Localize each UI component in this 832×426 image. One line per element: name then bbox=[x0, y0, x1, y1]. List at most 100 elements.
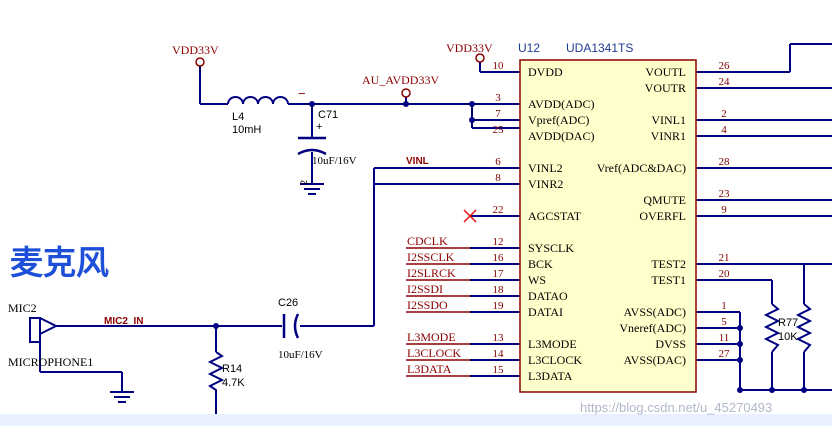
chip-right-pin-number: 2 bbox=[721, 108, 727, 120]
chip-left-pin-name: DATAO bbox=[528, 289, 568, 303]
chip-left-pin-name: WS bbox=[528, 273, 546, 287]
chip-left-pin-name: SYSCLK bbox=[528, 241, 574, 255]
chip-right-pin-number: 24 bbox=[719, 76, 731, 88]
chip-left-pin-number: 3 bbox=[495, 92, 501, 104]
bus-net-label: L3MODE bbox=[407, 330, 456, 344]
r14-value: 4.7K bbox=[222, 377, 245, 389]
mic2-in-net-label: MIC2_IN bbox=[104, 316, 143, 327]
power-ports bbox=[195, 53, 485, 98]
chip-right-pin-name: VINR1 bbox=[651, 129, 686, 143]
vinl-net-label: VINL bbox=[406, 156, 429, 167]
mic-body bbox=[29, 317, 41, 343]
chip-right-pin-name: TEST1 bbox=[651, 273, 686, 287]
chip-left-pin-number: 25 bbox=[493, 124, 505, 136]
chip-right-pins: 26VOUTL24VOUTR2VINL14VINR128Vref(ADC&DAC… bbox=[597, 60, 730, 367]
nc-line-b bbox=[463, 209, 477, 223]
vdd-u12-port bbox=[475, 53, 485, 63]
bus-net-label: I2SSDI bbox=[407, 282, 443, 296]
junction-avss-dac bbox=[737, 357, 743, 363]
microphone-symbol bbox=[29, 317, 59, 343]
bus-net-label: L3DATA bbox=[407, 362, 452, 376]
chip-left-pin-name: AVDD(DAC) bbox=[528, 129, 594, 143]
chip-left-pin-number: 17 bbox=[493, 268, 505, 280]
vdd-left-label: VDD33V bbox=[172, 43, 219, 57]
chip-left-pin-name: BCK bbox=[528, 257, 553, 271]
chip-right-pin-number: 21 bbox=[719, 252, 730, 264]
chip-left-pin-name: L3CLOCK bbox=[528, 353, 582, 367]
capacitor-c71 bbox=[297, 136, 327, 156]
au-avdd-label: AU_AVDD33V bbox=[362, 73, 439, 87]
chip-left-pin-name: L3DATA bbox=[528, 369, 573, 383]
chip-right-pin-name: VINL1 bbox=[651, 113, 686, 127]
chip-left-pin-number: 10 bbox=[493, 60, 505, 72]
junction-dvss bbox=[737, 341, 743, 347]
chip-right-pin-number: 26 bbox=[719, 60, 731, 72]
chip-u12-body bbox=[519, 59, 697, 393]
chip-left-pin-number: 18 bbox=[493, 284, 505, 296]
c71-ref: C71 bbox=[318, 109, 338, 121]
chip-right-pin-number: 9 bbox=[721, 204, 727, 216]
resistor-r14 bbox=[207, 351, 225, 396]
chip-left-pin-number: 15 bbox=[493, 364, 505, 376]
chip-left-pin-name: DVDD bbox=[528, 65, 563, 79]
chip-left-pin-number: 13 bbox=[493, 332, 505, 344]
chip-left-pin-number: 14 bbox=[493, 348, 505, 360]
chip-left-pin-name: L3MODE bbox=[528, 337, 577, 351]
chip-right-pin-name: Vref(ADC&DAC) bbox=[597, 161, 686, 175]
chip-left-pin-number: 19 bbox=[493, 300, 505, 312]
chip-left-pin-number: 7 bbox=[495, 108, 501, 120]
chip-right-pin-number: 4 bbox=[721, 124, 727, 136]
chip-right-pin-name: OVERFL bbox=[639, 209, 686, 223]
c71-neg-mark: − bbox=[298, 86, 306, 101]
chip-left-pin-name: VINR2 bbox=[528, 177, 563, 191]
chip-part-label: UDA1341TS bbox=[566, 41, 633, 55]
chip-ref-label: U12 bbox=[518, 41, 540, 55]
chip-right-pin-name: TEST2 bbox=[651, 257, 686, 271]
junction-c71 bbox=[309, 101, 315, 107]
junction-vneref bbox=[737, 325, 743, 331]
r77-value: 10K bbox=[778, 331, 798, 343]
au-avdd-port bbox=[401, 88, 411, 98]
microphone-heading: 麦克风 bbox=[10, 244, 109, 281]
chip-left-pin-number: 16 bbox=[493, 252, 505, 264]
c26-plate-right bbox=[293, 313, 300, 339]
chip-left-pin-number: 22 bbox=[493, 204, 504, 216]
junction-vpref bbox=[469, 117, 475, 123]
chip-right-pin-number: 5 bbox=[721, 316, 727, 328]
vdd-left-port bbox=[195, 57, 205, 67]
chip-right-pin-name: AVSS(ADC) bbox=[624, 305, 686, 319]
chip-right-pin-number: 11 bbox=[719, 332, 730, 344]
vdd-u12-label: VDD33V bbox=[446, 41, 493, 55]
bus-net-label: I2SLRCK bbox=[407, 266, 456, 280]
resistor-r77 bbox=[763, 303, 781, 353]
chip-right-pin-name: DVSS bbox=[655, 337, 686, 351]
inductor-value: 10mH bbox=[232, 124, 261, 136]
chip-right-pin-name: VOUTR bbox=[645, 81, 686, 95]
capacitor-c26 bbox=[282, 313, 300, 339]
chip-right-pin-number: 28 bbox=[719, 156, 731, 168]
junctions bbox=[213, 101, 807, 393]
bottom-band bbox=[0, 414, 832, 426]
chip-left-pin-number: 12 bbox=[493, 236, 504, 248]
bus-net-label: CDCLK bbox=[407, 234, 448, 248]
bus-net-label: I2SSCLK bbox=[407, 250, 455, 264]
bus-net-label: L3CLOCK bbox=[407, 346, 461, 360]
inductor-ref: L4 bbox=[232, 111, 244, 123]
chip-right-pin-number: 1 bbox=[721, 300, 727, 312]
ground-symbol-c71 bbox=[300, 183, 324, 195]
chip-left-pin-number: 6 bbox=[495, 156, 501, 168]
bus-net-label: I2SSDO bbox=[407, 298, 448, 312]
chip-right-pin-name: AVSS(DAC) bbox=[624, 353, 686, 367]
ground-symbol-mic bbox=[110, 391, 134, 403]
mic-cone bbox=[39, 317, 59, 335]
no-connect-mark bbox=[463, 209, 477, 223]
chip-right-pin-number: 27 bbox=[719, 348, 731, 360]
junction-r78 bbox=[801, 387, 807, 393]
r14-ref: R14 bbox=[222, 363, 242, 375]
c26-ref: C26 bbox=[278, 297, 298, 309]
chip-left-pin-name: DATAI bbox=[528, 305, 563, 319]
junction-avdd bbox=[469, 101, 475, 107]
r77-ref: R77 bbox=[778, 317, 798, 329]
